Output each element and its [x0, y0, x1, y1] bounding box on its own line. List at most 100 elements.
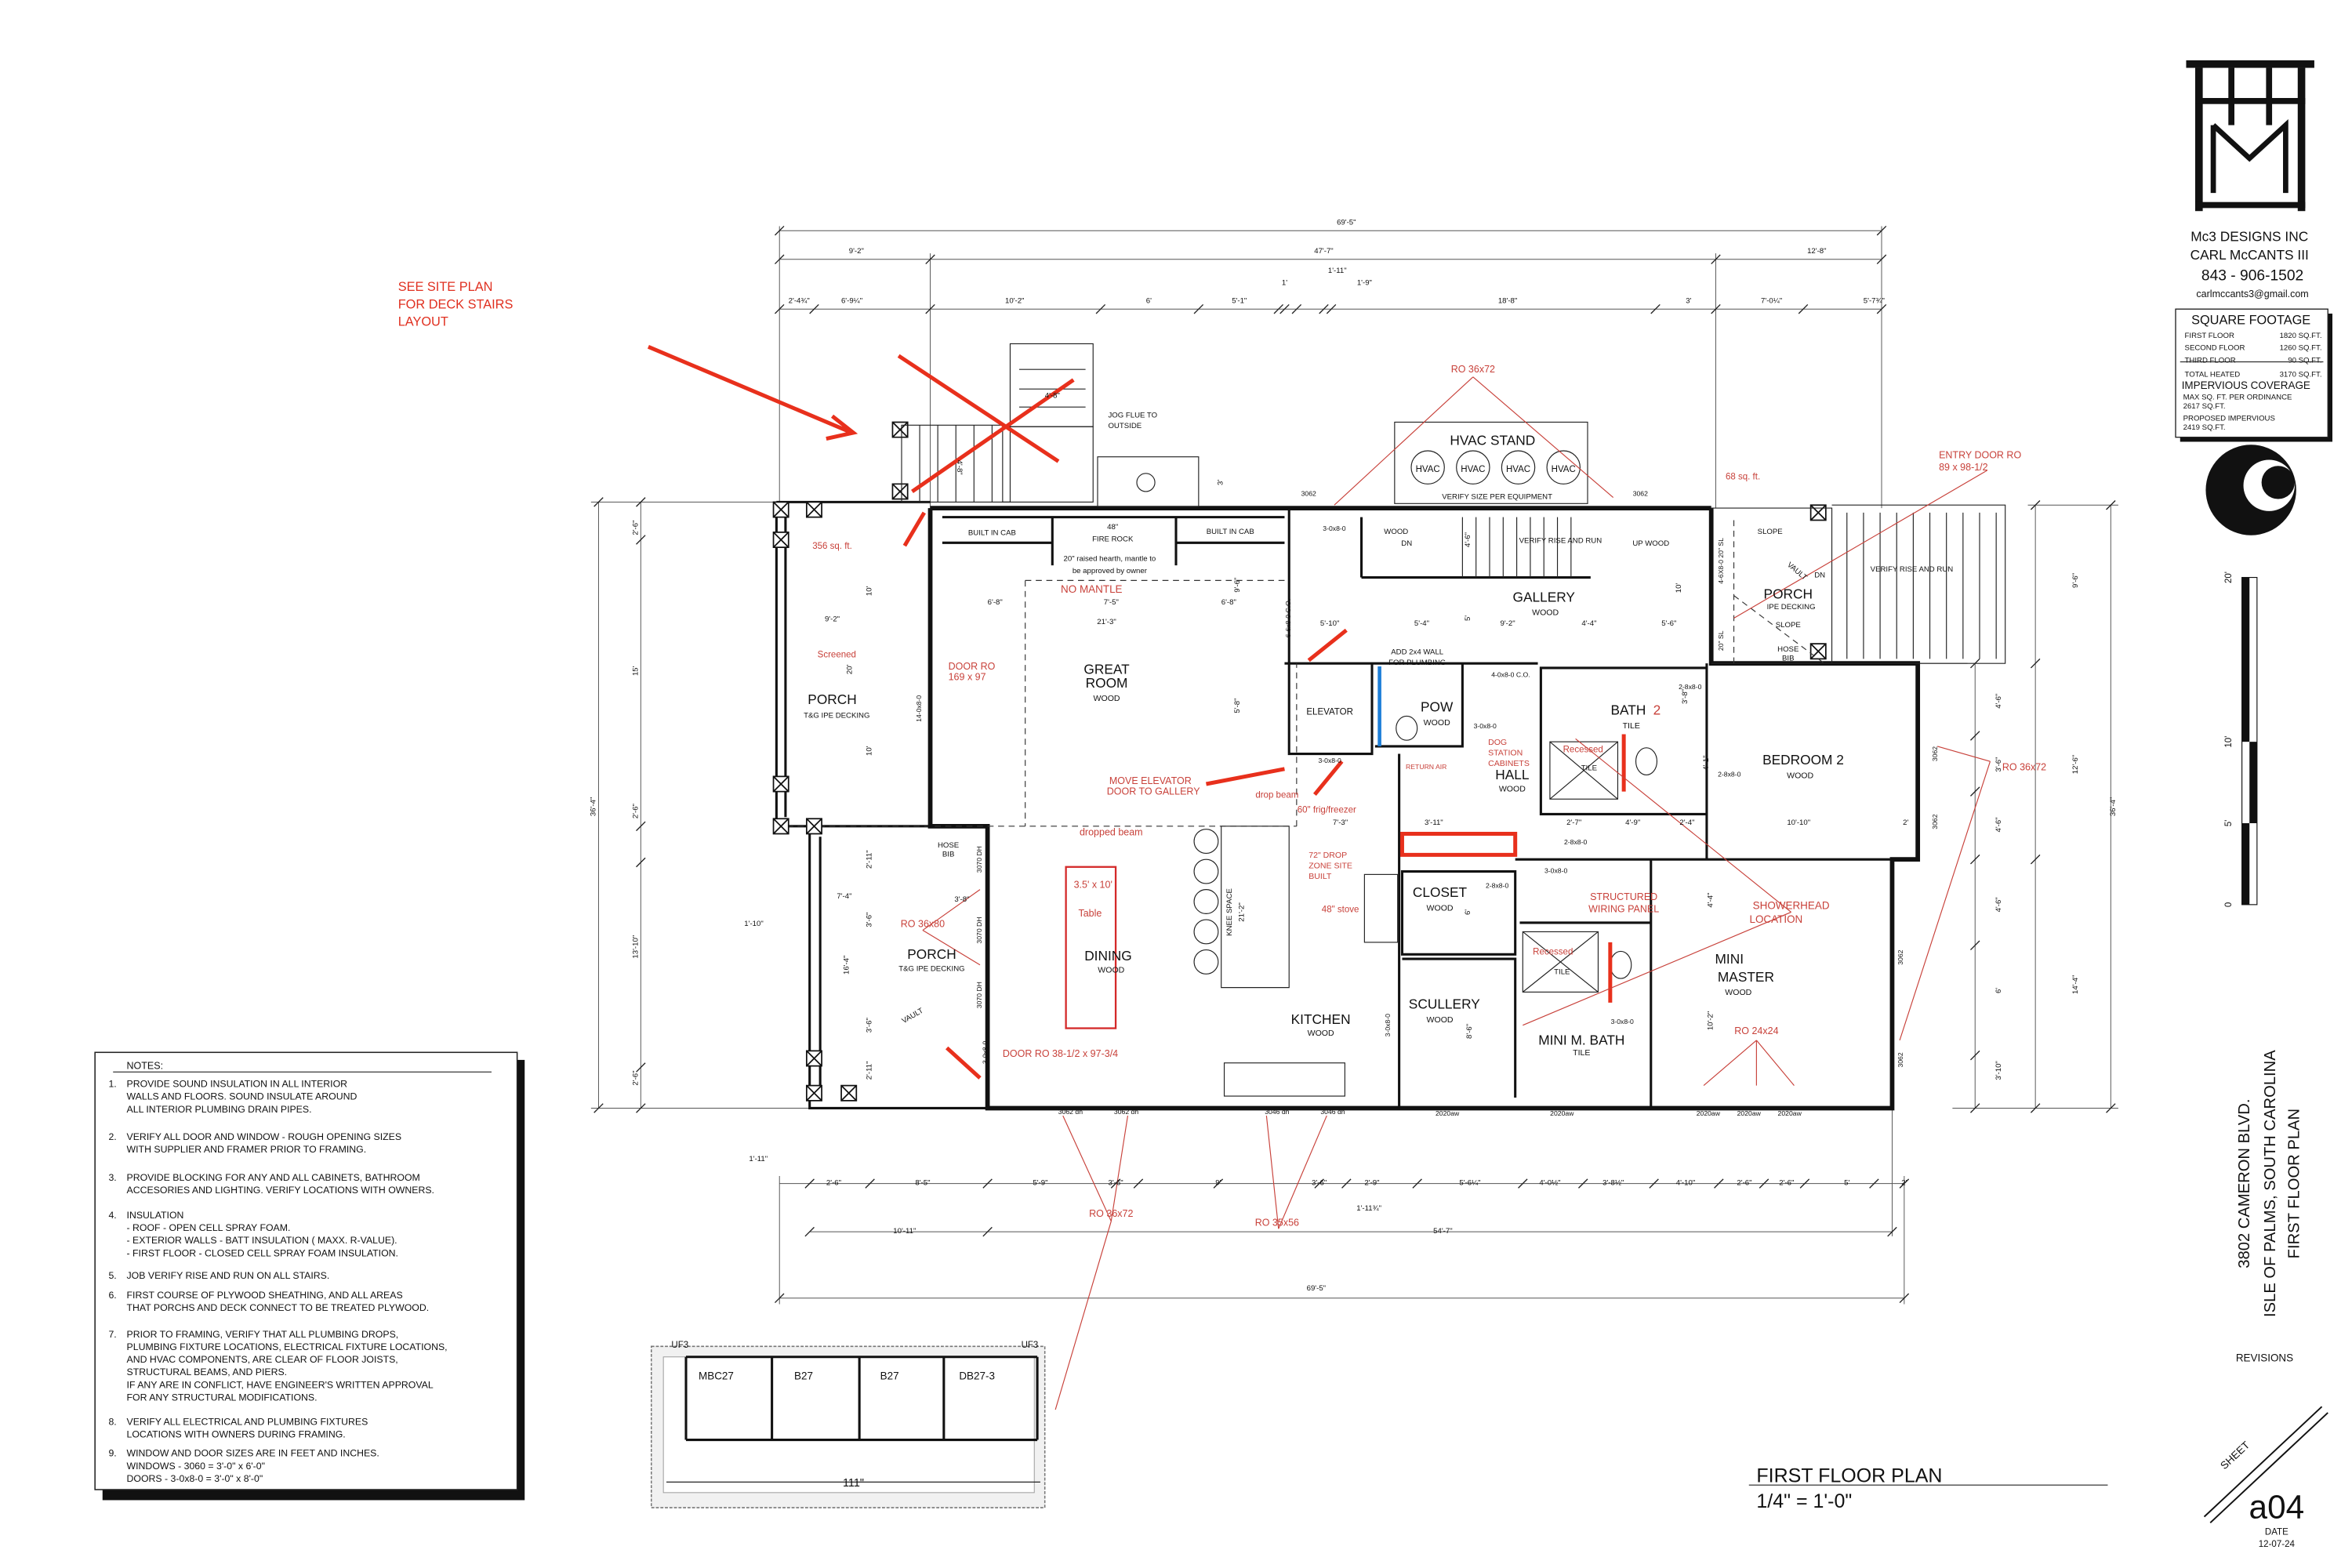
dimension-label: 3'-8" [954, 895, 969, 904]
site-plan-note: LAYOUT [398, 314, 448, 328]
beam-note: dropped beam [1080, 826, 1143, 837]
dimension-label: 3'-6" [1312, 1179, 1327, 1188]
dimension-tick [593, 497, 604, 507]
dimension-label: 10'-2" [1005, 297, 1024, 306]
dimension-label: 4'-9" [1625, 818, 1640, 827]
showerhead-note: LOCATION [1749, 913, 1802, 925]
room-name: BATH [1610, 702, 1646, 718]
flue-note: OUTSIDE [1108, 422, 1142, 430]
dimension-tick [982, 1226, 993, 1237]
dimension-label: 3'-6" [866, 1018, 874, 1033]
note-number: 8. [108, 1416, 116, 1427]
window-tag: 3062 [1633, 490, 1648, 498]
dimension-tick [1273, 303, 1284, 314]
firm-logo [2186, 60, 2314, 212]
room-floor: WOOD [1787, 771, 1813, 780]
dimension-label: 5'-8" [1233, 698, 1242, 713]
dimension-label: 5'-1" [1232, 297, 1247, 306]
stair-note: VERIFY RISE AND RUN [1519, 536, 1602, 545]
dimension-label: 6'-8" [1221, 598, 1236, 607]
dimension-tick [1876, 225, 1887, 236]
cabinet-unit-label: MBC27 [699, 1370, 734, 1382]
fireplace-note: 20" raised hearth, mantle to [1064, 554, 1156, 563]
entry-door-note: ENTRY DOOR RO [1939, 450, 2021, 461]
note-number: 6. [108, 1290, 116, 1301]
note-line: PROVIDE BLOCKING FOR ANY AND ALL CABINET… [127, 1172, 420, 1183]
note-line: AND HVAC COMPONENTS, ARE CLEAR OF FLOOR … [127, 1354, 398, 1365]
note-line: WITH SUPPLIER AND FRAMER PRIOR TO FRAMIN… [127, 1144, 367, 1155]
cabinet-label: BUILT IN CAB [968, 529, 1016, 538]
sf-row-value: 90 SQ.FT. [2288, 357, 2321, 365]
dimension-tick [1133, 1178, 1144, 1189]
dimension-tick [925, 254, 935, 265]
move-elevator-note: MOVE ELEVATOR [1109, 775, 1192, 786]
drawing-title: FIRST FLOOR PLAN [1756, 1465, 1942, 1486]
room-name: SCULLERY [1409, 996, 1480, 1012]
window-tag: 2020aw [1697, 1109, 1721, 1117]
dimension-label: 2'-11" [866, 850, 874, 869]
room-floor: T&G IPE DECKING [898, 964, 964, 973]
dimension-label: 10' [1675, 583, 1683, 593]
dimension-tick [1577, 1178, 1588, 1189]
notes-box [94, 1051, 525, 1501]
dimension-label: 9'-2" [825, 615, 840, 623]
dimension-tick [1193, 303, 1204, 314]
impervious-title: IMPERVIOUS COVERAGE [2182, 379, 2310, 391]
hose-bib-label: BIB [1782, 654, 1795, 662]
dimension-label: 6'-8" [988, 598, 1003, 607]
scale-bar-tick: 20' [2224, 572, 2234, 583]
stair-label: DN [1814, 572, 1825, 580]
dimension-label: 69'-5" [1337, 219, 1356, 227]
room-floor: WOOD [1094, 694, 1120, 703]
room-floor: IPE DECKING [1767, 603, 1816, 612]
window-tag: 3062 [1896, 1052, 1904, 1067]
room-name: MASTER [1718, 969, 1774, 985]
stair-label: DN [1401, 539, 1412, 548]
dimension-label: 3' [1686, 297, 1691, 306]
sf-row-value: 1260 SQ.FT. [2280, 344, 2322, 353]
dimension-tick [1412, 1178, 1422, 1189]
move-elevator-note: DOOR TO GALLERY [1107, 786, 1200, 797]
drop-zone-note: 72" DROP [1308, 851, 1347, 860]
wave-logo [2205, 445, 2296, 535]
recessed-note: Recessed [1533, 947, 1573, 956]
dimension-label: 2'-4¾" [789, 297, 810, 306]
note-line: DOORS - 3-0x8-0 = 3'-0" x 8'-0" [127, 1473, 263, 1484]
dimension-tick [2030, 658, 2041, 669]
room-floor: WOOD [1308, 1029, 1334, 1038]
hvac-unit: HVAC [1461, 465, 1485, 474]
dimension-tick [2106, 499, 2116, 510]
sf-row-label: FIRST FLOOR [2185, 332, 2234, 340]
dimension-tick [1213, 1178, 1224, 1189]
note-number: 7. [108, 1329, 116, 1340]
dimension-tick [1714, 1178, 1724, 1189]
room-name: BEDROOM 2 [1762, 752, 1844, 768]
dimension-label: 20' [846, 664, 855, 674]
porch-post [1809, 643, 1827, 660]
room-name: KITCHEN [1291, 1011, 1351, 1027]
dimension-label: 2' [1901, 1179, 1907, 1188]
window-tag: 3070 DH [975, 916, 983, 943]
cabinet-elevation [651, 1345, 1046, 1508]
dimension-label: 3'-6" [866, 913, 874, 927]
window-tag: 3070 DH [975, 982, 983, 1008]
dimension-tick [1110, 1178, 1121, 1189]
dimension-label: 3'-6" [1994, 757, 2003, 771]
dimension-label: 4'-8" [955, 460, 964, 475]
door-tag: 4-6X8-0 20" SL [1717, 538, 1725, 584]
door-tag: 3-0x8-0 [982, 1040, 989, 1063]
dimension-label: 4'-6" [1994, 897, 2003, 912]
dimension-label: 6' [1994, 988, 2003, 993]
room-name: MINI M. BATH [1538, 1033, 1624, 1048]
window-tag: 3062 dh [1114, 1108, 1138, 1116]
cabinet-unit-label: B27 [794, 1370, 813, 1382]
room-name: HALL [1495, 767, 1530, 782]
window-tag: 3070 DH [975, 846, 983, 873]
dimension-label: 4'-6" [1994, 817, 2003, 832]
door-ro-note: 169 x 97 [949, 671, 986, 682]
area-label: 68 sq. ft. [1726, 473, 1760, 482]
dimension-label: 54'-7" [1433, 1227, 1452, 1236]
dimension-label: 7'-3" [1333, 818, 1348, 827]
dog-station-note: STATION [1488, 748, 1523, 757]
dimension-label: 1'-9" [1357, 278, 1372, 287]
